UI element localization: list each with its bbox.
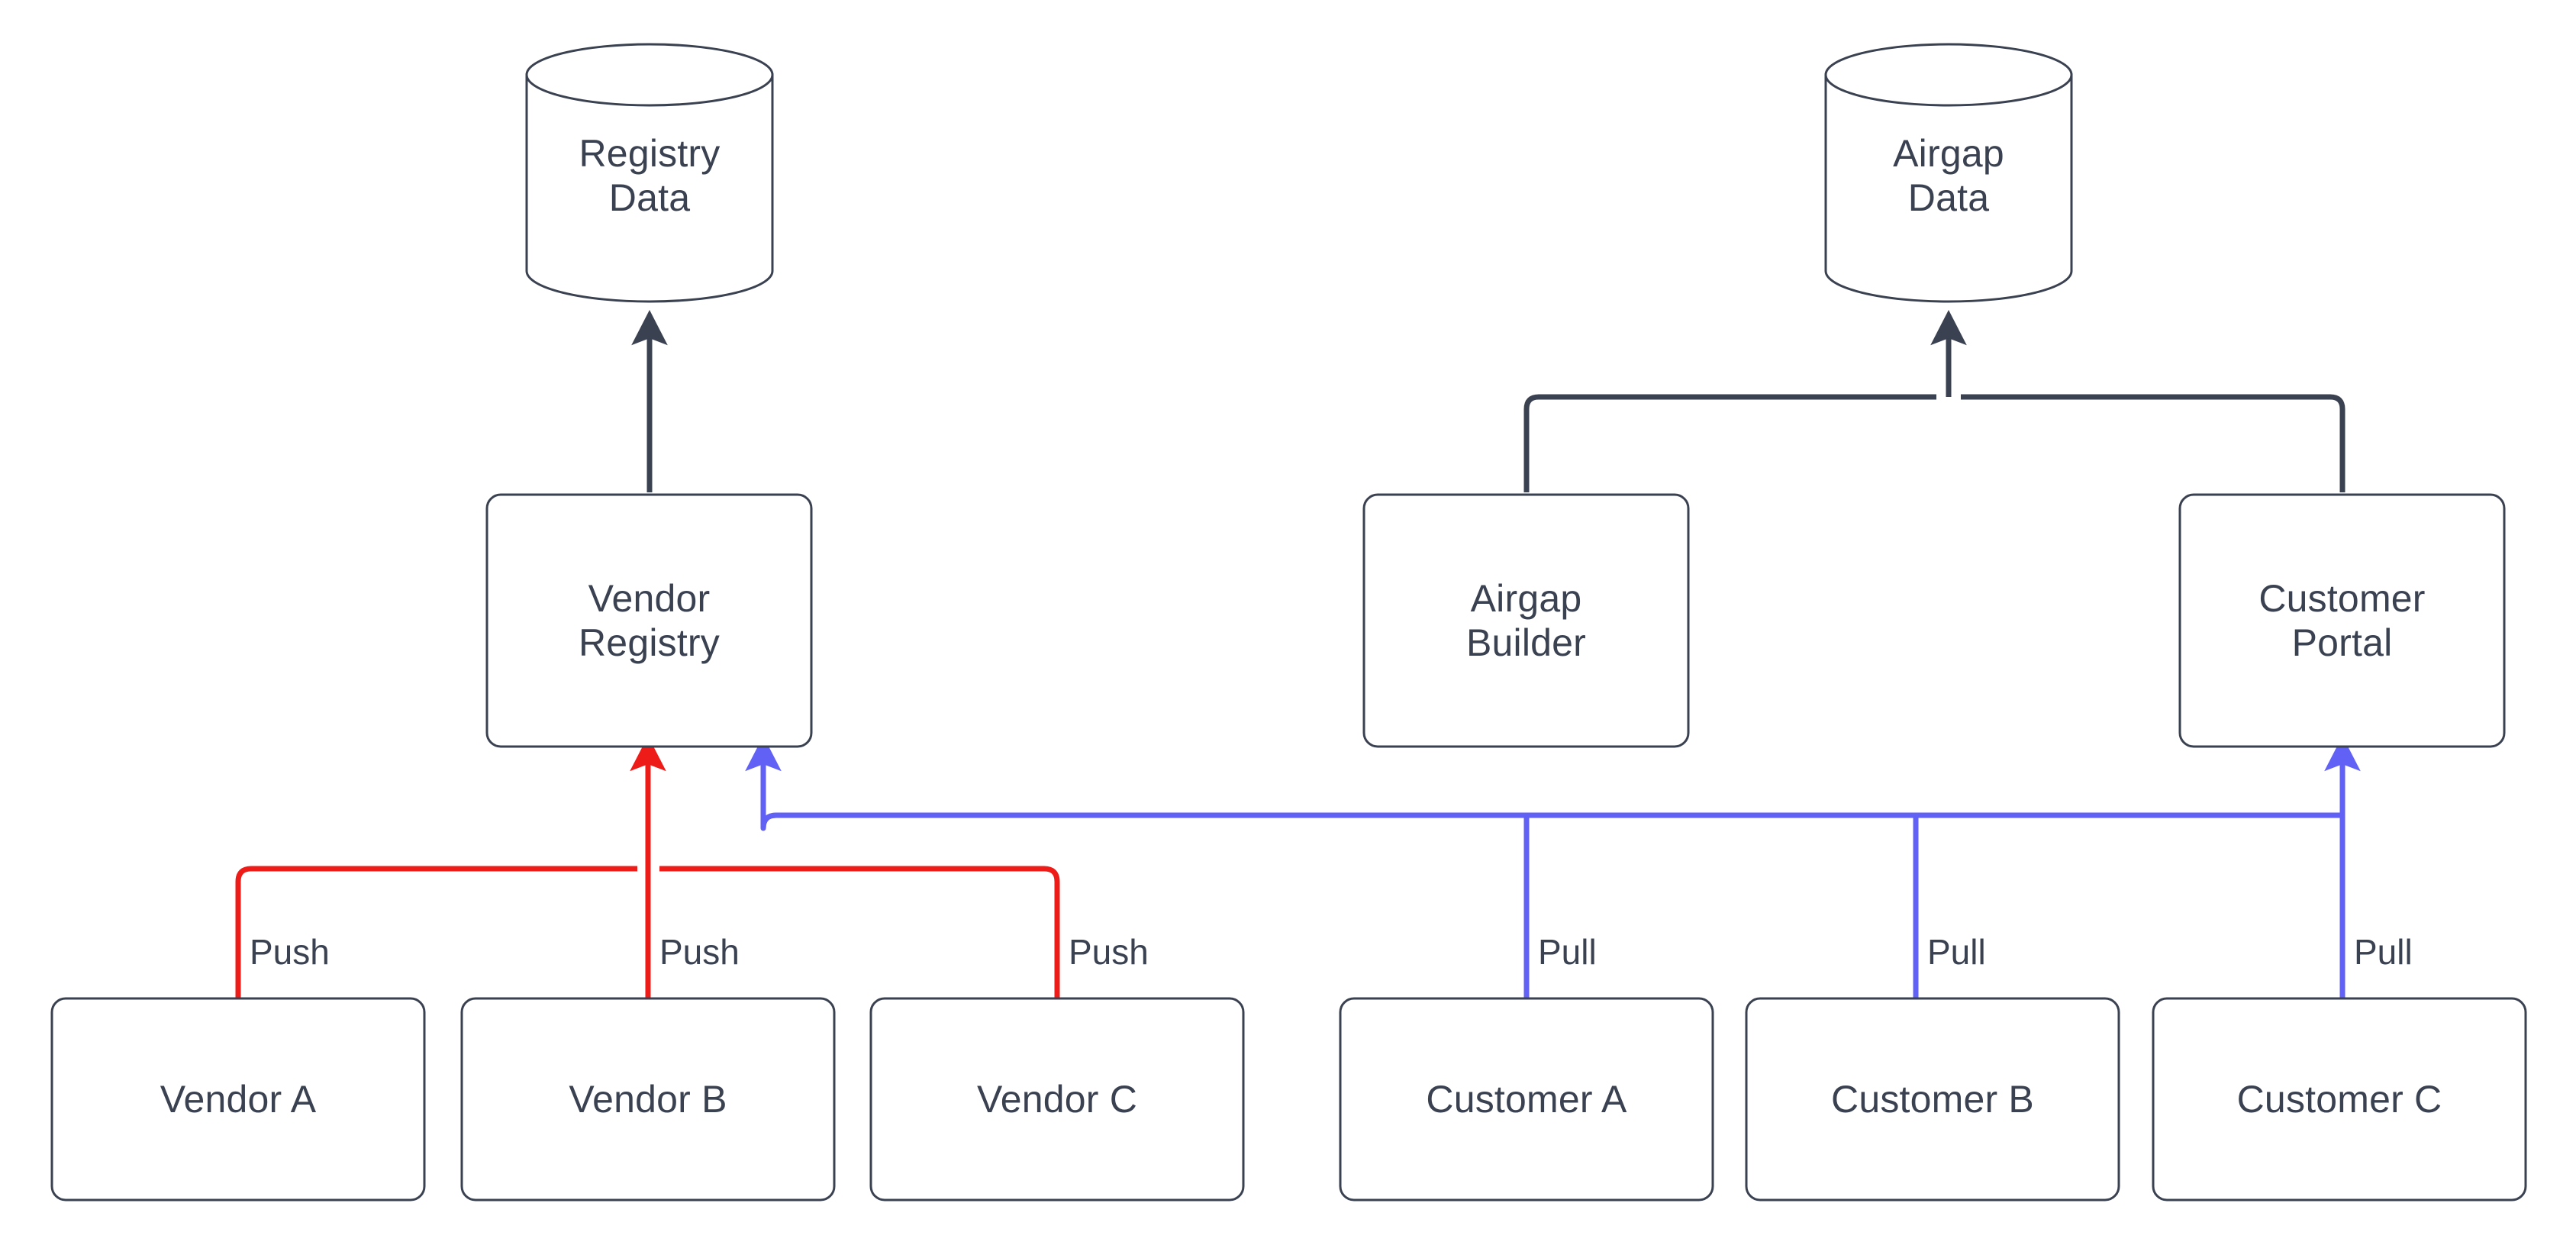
service-customer-portal[interactable] [2178,493,2506,748]
datastore-registry-data[interactable] [525,43,774,303]
edge-vendor-a-push [235,866,637,998]
edge-pull-bus-main [760,747,2342,831]
actor-vendor-b[interactable] [460,997,836,1202]
edge-label-pull-customer-c: Pull [2354,932,2413,972]
edge-label-pull-customer-a: Pull [1538,932,1597,972]
edge-pull-to-vendor-registry [760,812,790,829]
actor-customer-b[interactable] [1745,997,2120,1202]
service-airgap-builder[interactable] [1362,493,1690,748]
edge-label-push-vendor-c: Push [1069,932,1149,972]
datastore-airgap-data[interactable] [1824,43,2073,303]
actor-customer-a[interactable] [1339,997,1714,1202]
edge-label-push-vendor-a: Push [250,932,330,972]
edge-vendor-c-push [659,866,1060,998]
actor-vendor-a[interactable] [50,997,426,1202]
edge-customer-portal-to-airgap-data [1961,394,2345,492]
edge-label-push-vendor-b: Push [659,932,740,972]
service-vendor-registry[interactable] [485,493,813,748]
edge-label-pull-customer-b: Pull [1927,932,1986,972]
actor-customer-c[interactable] [2152,997,2527,1202]
actor-vendor-c[interactable] [869,997,1245,1202]
edge-airgap-builder-to-airgap-data [1523,394,1936,492]
